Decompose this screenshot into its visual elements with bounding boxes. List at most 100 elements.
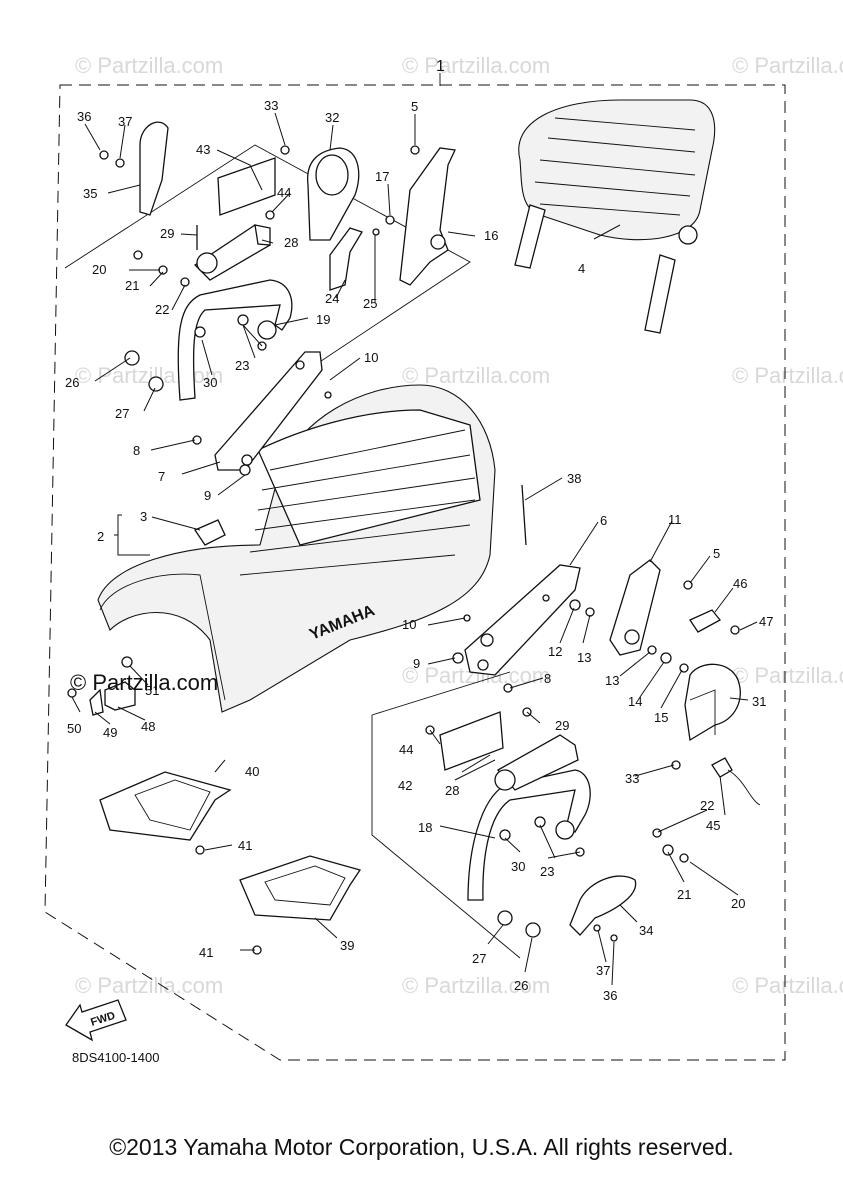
callout-label: 46 [733,576,747,591]
callout-label: 29 [160,226,174,241]
callout-label: 21 [125,278,139,293]
callout-label: 16 [484,228,498,243]
callout-label: 21 [677,887,691,902]
callout-label: 4 [578,261,585,276]
left-bracket-plate [214,351,323,471]
callout-label: 41 [238,838,252,853]
callout-label: 19 [316,312,330,327]
callout-label: 10 [364,350,378,365]
callout-label: 33 [625,771,639,786]
backrest [514,99,716,334]
callout-label: 38 [567,471,581,486]
callout-label: 37 [596,963,610,978]
callout-label: 1 [436,58,445,75]
callout-label: 11 [668,512,682,527]
callout-label: 34 [639,923,653,938]
callout-label: 22 [700,798,714,813]
switch-46 [689,609,721,633]
callout-label: 40 [245,764,259,779]
callout-label: 30 [511,859,525,874]
nut-51 [121,656,133,668]
callout-label: 9 [413,656,420,671]
callout-labels: 1 36 37 35 33 32 5 43 44 17 16 4 29 28 2… [65,58,773,1003]
callout-label: 51 [145,683,159,698]
plate-42 [439,711,504,771]
end-cap-35 [139,121,169,216]
callout-label: 44 [277,185,291,200]
callout-label: 12 [548,644,562,659]
callout-label: 43 [196,142,210,157]
callout-label: 37 [118,114,132,129]
left-grab-rail [177,279,293,401]
watermark: © Partzilla.com [402,973,550,998]
callout-label: 45 [706,818,720,833]
callout-label: 36 [77,109,91,124]
callout-label: 50 [67,721,81,736]
right-bracket-plate [464,564,581,676]
watermark: © Partzilla.com [732,973,843,998]
watermark: © Partzilla.com [732,53,843,78]
callout-label: 35 [83,186,97,201]
callout-label: 20 [731,896,745,911]
callout-label: 31 [752,694,766,709]
bracket-49 [89,688,104,716]
fwd-arrow: FWD [65,999,127,1042]
callout-label: 17 [375,169,389,184]
callout-label: 22 [155,302,169,317]
knob [678,225,698,245]
seat-patch [194,519,226,546]
part-code: 8DS4100-1400 [72,1050,159,1065]
callout-label: 25 [363,296,377,311]
bracket-11 [609,559,661,656]
cover-31 [684,663,741,742]
callout-label: 13 [577,650,591,665]
watermark: © Partzilla.com [402,363,550,388]
relay-48 [104,681,136,711]
callout-label: 36 [603,988,617,1003]
pad-40 [99,771,232,841]
callout-label: 3 [140,509,147,524]
callout-label: 5 [411,99,418,114]
callout-label: 9 [204,488,211,503]
callout-label: 15 [654,710,668,725]
group-outline-lower-right [371,671,521,959]
inline-watermark: © Partzilla.com [70,670,218,695]
watermark: © Partzilla.com [75,53,223,78]
watermark: © Partzilla.com [732,663,843,688]
callout-label: 30 [203,375,217,390]
callout-label: 28 [284,235,298,250]
callout-label: 6 [600,513,607,528]
seat: YAMAHA [97,384,496,713]
callout-label: 5 [713,546,720,561]
copyright-notice: ©2013 Yamaha Motor Corporation, U.S.A. A… [109,1134,734,1160]
group-outline-upper-left [64,144,471,386]
callout-label: 24 [325,291,339,306]
callout-label: 8 [544,671,551,686]
callout-label: 8 [133,443,140,458]
callout-label: 42 [398,778,412,793]
callout-label: 39 [340,938,354,953]
watermarks: © Partzilla.com © Partzilla.com © Partzi… [75,53,843,998]
callout-label: 44 [399,742,413,757]
bracket-16 [399,147,456,286]
callout-label: 48 [141,719,155,734]
callout-label: 23 [235,358,249,373]
callout-label: 47 [759,614,773,629]
callout-label: 26 [65,375,79,390]
watermark: © Partzilla.com [402,53,550,78]
callout-label: 29 [555,718,569,733]
callout-label: 49 [103,725,117,740]
end-cap-34 [569,875,637,936]
leader-lines [71,112,758,986]
callout-label: 26 [514,978,528,993]
callout-label: 7 [158,469,165,484]
callout-label: 28 [445,783,459,798]
callout-label: 27 [472,951,486,966]
hinge-24 [329,227,363,291]
watermark: © Partzilla.com [75,973,223,998]
watermark: © Partzilla.com [732,363,843,388]
callout-label: 14 [628,694,642,709]
callout-label: 32 [325,110,339,125]
callout-label: 33 [264,98,278,113]
